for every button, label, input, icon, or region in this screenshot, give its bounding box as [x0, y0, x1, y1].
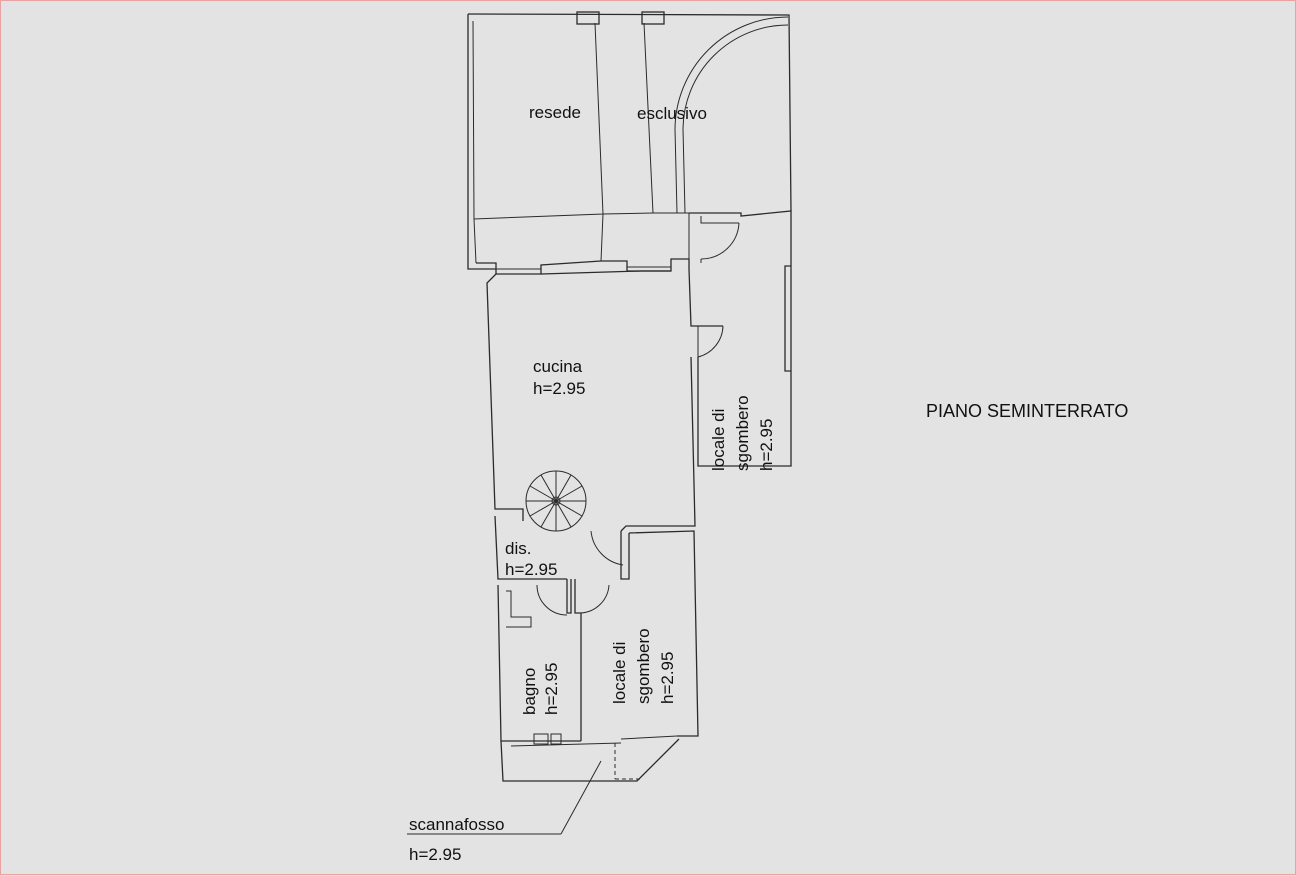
label-dis: dis. — [505, 539, 531, 558]
label-locale-lower-height: h=2.95 — [658, 652, 677, 704]
spiral-staircase — [525, 470, 587, 532]
label-locale-lower-line2: sgombero — [634, 628, 653, 704]
locale-sgombero-lower-walls — [566, 530, 699, 741]
label-locale-lower-line1: locale di — [610, 642, 629, 704]
label-scannafosso-height: h=2.95 — [409, 845, 461, 864]
resede-outline — [467, 11, 792, 270]
label-cucina: cucina — [533, 357, 583, 376]
label-dis-height: h=2.95 — [505, 560, 557, 579]
label-scannafosso: scannafosso — [409, 815, 504, 834]
locale-sgombero-lower-label: locale di sgombero h=2.95 — [610, 628, 677, 704]
label-esclusivo: esclusivo — [637, 104, 707, 123]
divider-wall — [476, 258, 690, 275]
scannafosso-outline — [407, 738, 680, 835]
bagno-label: bagno h=2.95 — [520, 663, 561, 715]
label-bagno-height: h=2.95 — [542, 663, 561, 715]
locale-sgombero-right-label: locale di sgombero h=2.95 — [709, 395, 776, 471]
label-locale-right-line2: sgombero — [733, 395, 752, 471]
dis-walls — [536, 530, 630, 616]
bagno-walls — [497, 584, 581, 745]
drawing-title: PIANO SEMINTERRATO — [926, 401, 1128, 421]
cucina-walls — [486, 268, 724, 580]
label-resede: resede — [529, 103, 581, 122]
label-locale-right-line1: locale di — [709, 409, 728, 471]
label-cucina-height: h=2.95 — [533, 379, 585, 398]
label-locale-right-height: h=2.95 — [757, 419, 776, 471]
label-bagno: bagno — [520, 668, 539, 715]
locale-sgombero-right-walls — [689, 210, 792, 467]
